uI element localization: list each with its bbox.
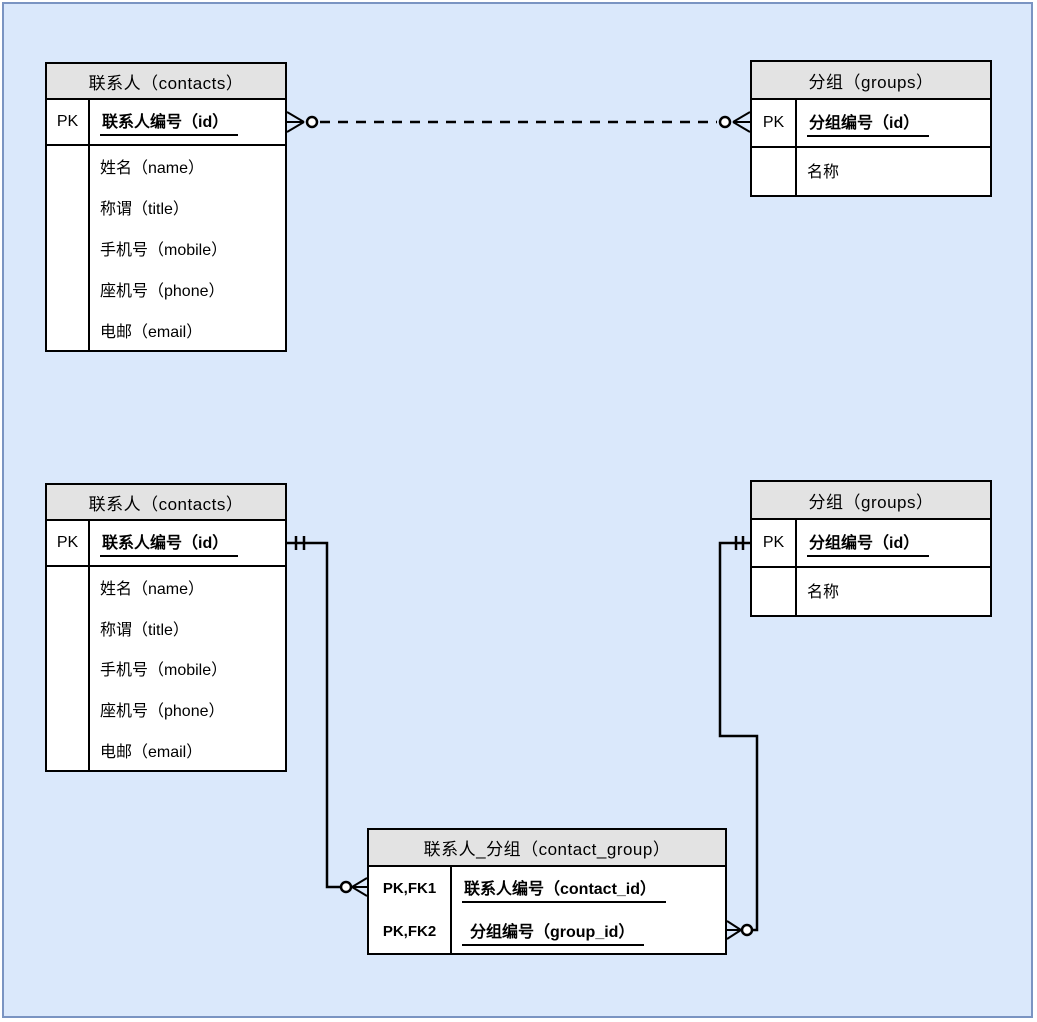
attribute-row: 称谓（title） bbox=[47, 186, 285, 228]
pk-attribute: 联系人编号（id） bbox=[90, 100, 285, 144]
pk-row: PK 联系人编号（id） bbox=[47, 100, 285, 146]
attribute-label: 座机号（phone） bbox=[100, 282, 225, 300]
attribute-row: 手机号（mobile） bbox=[47, 227, 285, 269]
entity-contacts-top: 联系人（contacts） PK 联系人编号（id） 姓名（name） 称谓（t… bbox=[45, 62, 287, 352]
pk-attribute: 联系人编号（id） bbox=[90, 521, 285, 565]
attribute-row: 姓名（name） bbox=[47, 567, 285, 608]
pk-fk-row: PK,FK1 联系人编号（contact_id） bbox=[369, 867, 725, 910]
key-cell: PK bbox=[47, 521, 90, 565]
attribute-row: 座机号（phone） bbox=[47, 688, 285, 730]
attribute-label: 姓名（name） bbox=[100, 581, 205, 599]
attribute-row: 电邮（email） bbox=[47, 729, 285, 770]
attribute-row: 座机号（phone） bbox=[47, 268, 285, 310]
pk-row: PK 联系人编号（id） bbox=[47, 521, 285, 567]
attribute-label: 电邮（email） bbox=[100, 743, 203, 761]
key-cell: PK bbox=[47, 100, 90, 144]
attribute-row: 手机号（mobile） bbox=[47, 648, 285, 689]
entity-groups-top: 分组（groups） PK 分组编号（id） 名称 bbox=[750, 60, 992, 197]
entity-title: 联系人（contacts） bbox=[47, 485, 285, 521]
entity-contact-group: 联系人_分组（contact_group） PK,FK1 联系人编号（conta… bbox=[367, 828, 727, 955]
attribute-label: 称谓（title） bbox=[100, 201, 189, 219]
pk-fk-row: PK,FK2 分组编号（group_id） bbox=[369, 910, 725, 953]
entity-groups-bottom: 分组（groups） PK 分组编号（id） 名称 bbox=[750, 480, 992, 617]
attribute-row: 姓名（name） bbox=[47, 146, 285, 187]
entity-title: 联系人_分组（contact_group） bbox=[369, 830, 725, 867]
entity-title: 分组（groups） bbox=[752, 482, 990, 520]
entity-title: 分组（groups） bbox=[752, 62, 990, 100]
key-cell: PK,FK2 bbox=[369, 910, 452, 953]
attribute-label: 手机号（mobile） bbox=[100, 241, 228, 259]
pk-row: PK 分组编号（id） bbox=[752, 100, 990, 148]
attribute-label: 手机号（mobile） bbox=[100, 662, 228, 680]
attribute-row: 名称 bbox=[752, 568, 990, 615]
attribute-row: 名称 bbox=[752, 148, 990, 195]
attribute-label: 座机号（phone） bbox=[100, 703, 225, 721]
pk-attribute: 分组编号（id） bbox=[797, 100, 990, 146]
attribute-row: 称谓（title） bbox=[47, 607, 285, 649]
attribute-label: 称谓（title） bbox=[100, 621, 189, 639]
attribute-label: 名称 bbox=[807, 164, 840, 181]
entity-title: 联系人（contacts） bbox=[47, 64, 285, 100]
pk-attribute: 联系人编号（contact_id） bbox=[452, 867, 725, 910]
entity-contacts-bottom: 联系人（contacts） PK 联系人编号（id） 姓名（name） 称谓（t… bbox=[45, 483, 287, 772]
key-cell: PK bbox=[752, 520, 797, 566]
pk-attribute: 分组编号（id） bbox=[797, 520, 990, 566]
pk-row: PK 分组编号（id） bbox=[752, 520, 990, 568]
attribute-label: 姓名（name） bbox=[100, 160, 205, 178]
attribute-row: 电邮（email） bbox=[47, 309, 285, 350]
key-cell: PK,FK1 bbox=[369, 867, 452, 910]
key-cell: PK bbox=[752, 100, 797, 146]
attribute-label: 名称 bbox=[807, 584, 840, 601]
attribute-label: 电邮（email） bbox=[100, 323, 203, 341]
pk-attribute: 分组编号（group_id） bbox=[452, 910, 725, 953]
